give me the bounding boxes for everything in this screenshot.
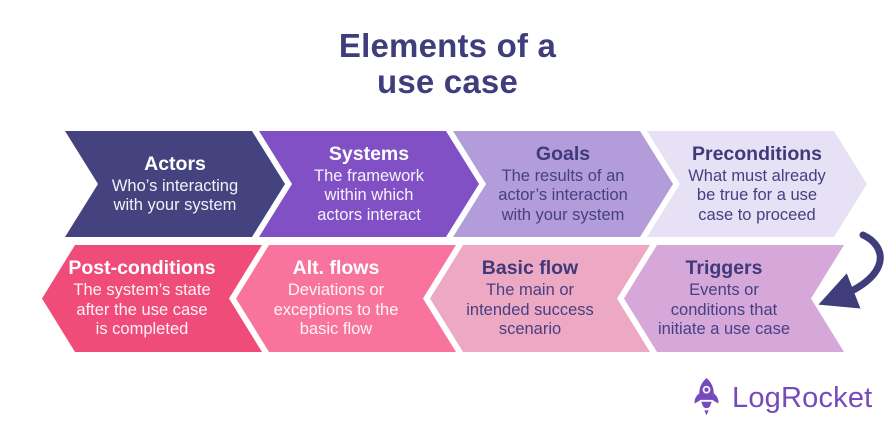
chevron-body: Deviations or exceptions to the basic fl…	[273, 281, 399, 339]
chevron-goals: Goals The results of an actor’s interact…	[453, 131, 673, 237]
chevron-actors: Actors Who’s interacting with your syste…	[65, 131, 285, 237]
chevron-post-conditions: Post-conditions The system’s state after…	[42, 245, 262, 352]
chevron-body: The results of an actor’s interaction wi…	[498, 166, 628, 224]
chevron-body: Events or conditions that initiate a use…	[657, 281, 791, 339]
chevron-heading: Actors	[144, 152, 206, 175]
chevron-body: The system’s state after the use case is…	[73, 281, 211, 339]
chevron-basic-flow: Basic flow The main or intended success …	[430, 245, 650, 352]
chevron-body: Who’s interacting with your system	[111, 176, 239, 215]
chevron-heading: Systems	[328, 142, 410, 165]
chevron-heading: Alt. flows	[292, 257, 380, 280]
logrocket-rocket-icon	[688, 376, 725, 420]
page-title: Elements of a use case	[338, 27, 557, 100]
logrocket-wordmark: LogRocket	[732, 381, 873, 414]
chevron-heading: Basic flow	[481, 257, 579, 280]
chevron-body: The framework within which actors intera…	[313, 166, 425, 224]
chevron-heading: Goals	[535, 142, 591, 165]
curved-connector-arrow-icon	[812, 226, 895, 311]
chevron-systems: Systems The framework within which actor…	[259, 131, 479, 237]
chevron-heading: Post-conditions	[68, 257, 216, 280]
chevron-heading: Triggers	[685, 257, 763, 280]
chevron-preconditions: Preconditions What must already be true …	[647, 131, 867, 237]
chevron-triggers: Triggers Events or conditions that initi…	[624, 245, 844, 352]
logrocket-logo: LogRocket	[688, 374, 872, 422]
chevron-heading: Preconditions	[691, 142, 823, 165]
chevron-body: What must already be true for a use case…	[688, 166, 826, 224]
chevron-body: The main or intended success scenario	[466, 281, 594, 339]
chevron-alt-flows: Alt. flows Deviations or exceptions to t…	[236, 245, 456, 352]
